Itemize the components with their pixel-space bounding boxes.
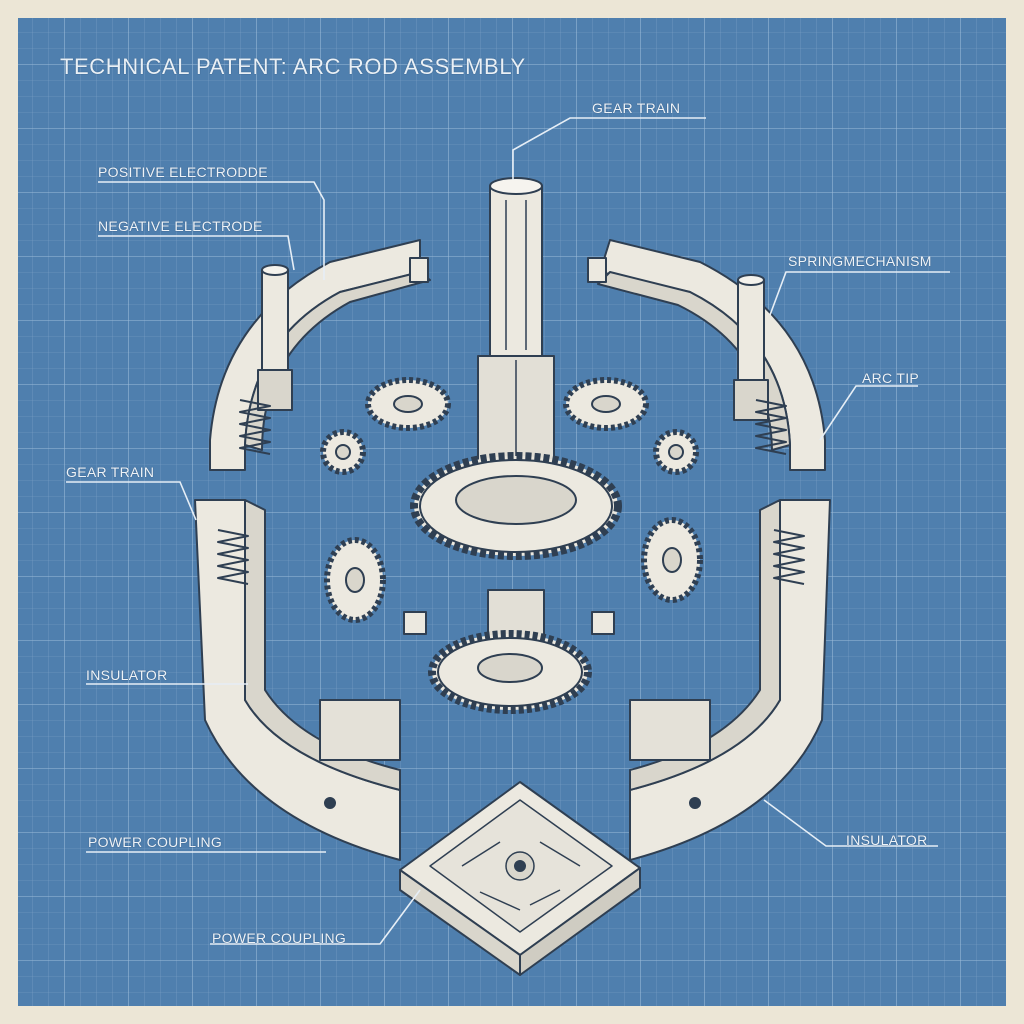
label-insulator-right: INSULATOR xyxy=(846,832,928,848)
right-electrode xyxy=(733,274,769,421)
label-spring-mechanism: SPRINGMECHANISM xyxy=(788,253,932,269)
label-arc-tip: ARC TIP xyxy=(862,370,920,386)
left-electrode xyxy=(257,264,293,411)
central-shaft xyxy=(477,177,555,681)
page-title: TECHNICAL PATENT: ARC ROD ASSEMBLY xyxy=(60,54,526,79)
leader-lines xyxy=(66,117,950,945)
large-gear xyxy=(410,452,622,560)
left-lower-ring-segment xyxy=(194,499,401,861)
label-power-coupling-bottom: POWER COUPLING xyxy=(212,930,347,946)
label-gear-train-top: GEAR TRAIN xyxy=(592,100,681,116)
springs xyxy=(217,399,805,585)
right-lower-ring-segment xyxy=(629,499,831,861)
small-gears xyxy=(320,377,703,623)
label-gear-train-left: GEAR TRAIN xyxy=(66,464,155,480)
label-power-coupling-left: POWER COUPLING xyxy=(88,834,223,850)
label-insulator-left: INSULATOR xyxy=(86,667,168,683)
label-positive-electrode: POSITIVE ELECTRODDE xyxy=(98,164,268,180)
bottom-gear xyxy=(428,630,592,714)
power-coupling-plate xyxy=(399,781,641,976)
label-negative-electrode: NEGATIVE ELECTRODE xyxy=(98,218,263,234)
pins xyxy=(403,257,615,635)
